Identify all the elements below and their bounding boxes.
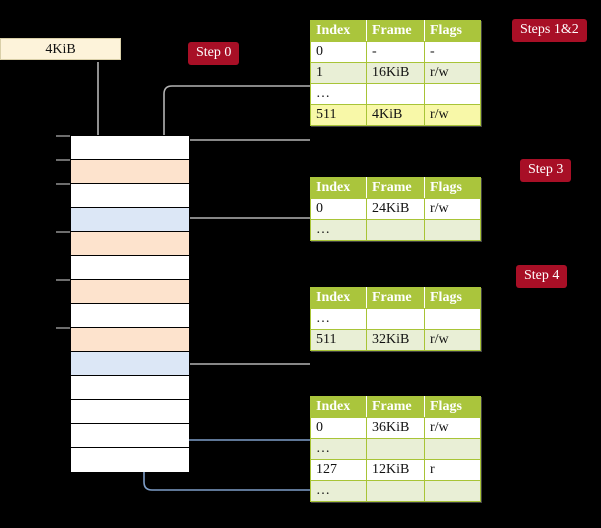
cell-frame (366, 480, 425, 502)
wire-l2-32kib-to-memory (173, 307, 310, 365)
badge-step-0: Step 0 (188, 42, 240, 65)
cell-frame: 4KiB (366, 104, 425, 126)
cell-frame: 36KiB (366, 417, 425, 439)
cell-flags: r/w (424, 62, 481, 84)
cell-flags (424, 438, 481, 460)
memory-frame-row (71, 184, 189, 208)
cell-index: … (310, 438, 367, 460)
table-row: … (310, 308, 481, 330)
memory-frame-tick (56, 279, 70, 281)
cell-flags (424, 308, 481, 330)
memory-frame-row (71, 136, 189, 160)
cell-index: 1 (310, 62, 367, 84)
memory-frame-row (71, 400, 189, 424)
memory-frame-tick (56, 327, 70, 329)
column-header-flags: Flags (424, 396, 481, 418)
cell-index: … (310, 480, 367, 502)
cell-index: 127 (310, 459, 367, 481)
memory-frame-tick (56, 135, 70, 137)
memory-frame-row (71, 352, 189, 376)
column-header-index: Index (310, 396, 367, 418)
column-header-flags: Flags (424, 177, 481, 199)
memory-frame-row (71, 328, 189, 352)
cell-index: 511 (310, 104, 367, 126)
column-header-index: Index (310, 20, 367, 42)
table-row: … (310, 219, 481, 241)
badge-steps-1-2: Steps 1&2 (512, 19, 587, 42)
cell-flags (424, 219, 481, 241)
memory-frame-row (71, 256, 189, 280)
wire-l3-24kib-to-memory (170, 217, 310, 261)
cell-frame: 32KiB (366, 329, 425, 351)
table-row: 0-- (310, 41, 481, 63)
cell-frame (366, 308, 425, 330)
cell-flags: - (424, 41, 481, 63)
physical-memory-column (70, 135, 190, 472)
table-row: … (310, 83, 481, 105)
memory-frame-tick (56, 183, 70, 185)
cell-flags (424, 480, 481, 502)
cell-flags: r/w (424, 417, 481, 439)
memory-frame-row (71, 160, 189, 184)
memory-frame-row (71, 304, 189, 328)
cell-index: 0 (310, 41, 367, 63)
cell-flags: r/w (424, 329, 481, 351)
column-header-flags: Flags (424, 20, 481, 42)
column-header-flags: Flags (424, 287, 481, 309)
badge-step-4: Step 4 (516, 265, 568, 288)
cell-flags: r/w (424, 104, 481, 126)
memory-frame-row (71, 448, 189, 472)
column-header-index: Index (310, 287, 367, 309)
column-header-frame: Frame (366, 20, 425, 42)
cell-index: … (310, 219, 367, 241)
cell-index: 0 (310, 417, 367, 439)
memory-frame-row (71, 232, 189, 256)
cell-index: 0 (310, 198, 367, 220)
memory-request-box: 4KiB (0, 38, 121, 60)
table-row: … (310, 480, 481, 502)
cell-frame (366, 438, 425, 460)
badge-step-3: Step 3 (520, 159, 572, 182)
memory-frame-row (71, 208, 189, 232)
cell-index: … (310, 308, 367, 330)
memory-frame-row (71, 424, 189, 448)
cell-frame: - (366, 41, 425, 63)
cell-flags: r (424, 459, 481, 481)
column-header-frame: Frame (366, 287, 425, 309)
cell-flags (424, 83, 481, 105)
column-header-index: Index (310, 177, 367, 199)
cell-frame (366, 219, 425, 241)
memory-frame-row (71, 280, 189, 304)
cell-frame: 24KiB (366, 198, 425, 220)
column-header-frame: Frame (366, 396, 425, 418)
memory-frame-tick (56, 159, 70, 161)
cell-index: 511 (310, 329, 367, 351)
cell-flags: r/w (424, 198, 481, 220)
memory-frame-row (71, 376, 189, 400)
cell-index: … (310, 83, 367, 105)
cell-frame (366, 83, 425, 105)
cell-frame: 12KiB (366, 459, 425, 481)
cell-frame: 16KiB (366, 62, 425, 84)
table-row: … (310, 438, 481, 460)
memory-frame-tick (56, 231, 70, 233)
column-header-frame: Frame (366, 177, 425, 199)
